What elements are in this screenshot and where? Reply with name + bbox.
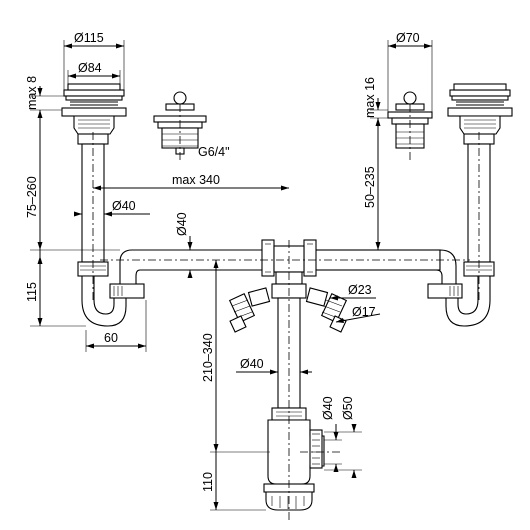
left-strainer	[61, 83, 127, 135]
label-d40-left: Ø40	[112, 199, 136, 213]
label-115: 115	[25, 282, 39, 302]
label-d115: Ø115	[74, 31, 104, 45]
label-max8: max 8	[25, 76, 39, 110]
label-d40-mid: Ø40	[240, 357, 264, 371]
label-g64: G6/4"	[198, 145, 230, 159]
label-d40-vert: Ø40	[175, 212, 189, 236]
label-50-235: 50–235	[363, 166, 377, 208]
label-max340: max 340	[172, 173, 220, 187]
label-d50-trap: Ø50	[341, 396, 355, 420]
bottle-trap	[263, 419, 325, 511]
center-lines	[92, 104, 480, 520]
right-strainer	[447, 83, 513, 135]
label-max16: max 16	[363, 77, 377, 118]
label-75-260: 75–260	[25, 176, 39, 218]
label-d23: Ø23	[348, 283, 372, 297]
label-60: 60	[104, 331, 118, 345]
label-d84: Ø84	[78, 61, 102, 75]
label-110: 110	[201, 472, 215, 492]
dimension-labels: Ø115 Ø84 Ø70 max 8 max 16 G6/4" 75–260 m…	[25, 31, 420, 492]
label-d40-trap: Ø40	[321, 396, 335, 420]
label-d17: Ø17	[352, 305, 376, 319]
dimension-lines	[30, 40, 433, 511]
label-d70: Ø70	[396, 31, 420, 45]
label-210-340: 210–340	[201, 333, 215, 382]
hose-connectors	[228, 287, 348, 333]
right-u-trap	[427, 275, 491, 327]
